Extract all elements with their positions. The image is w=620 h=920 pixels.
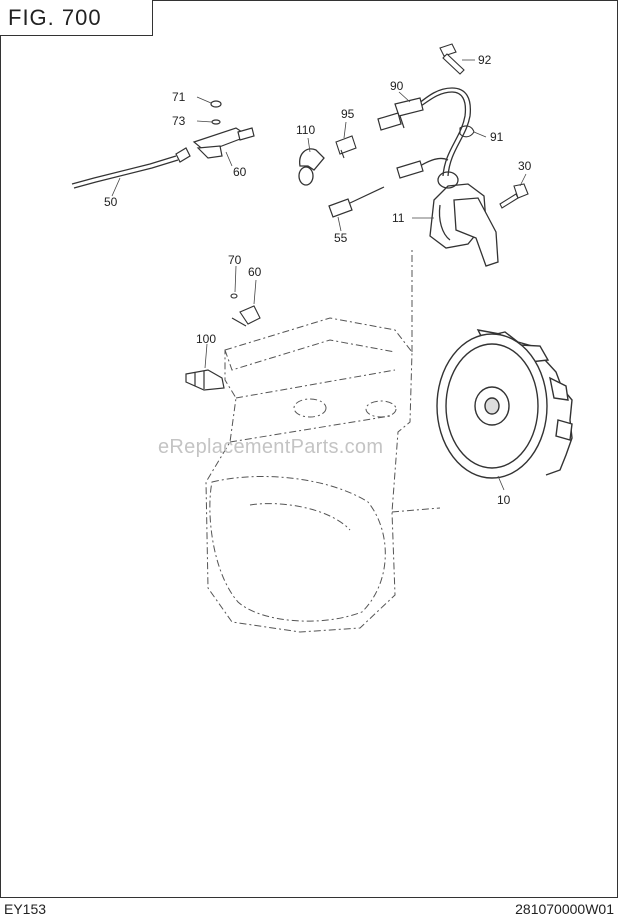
clamp-95 bbox=[335, 135, 357, 159]
ignition-cable bbox=[417, 87, 472, 177]
callout-60-top: 60 bbox=[233, 165, 247, 179]
callout-60-lower: 60 bbox=[248, 265, 262, 279]
spark-plug-cap-90 bbox=[377, 97, 424, 131]
callout-95: 95 bbox=[341, 107, 355, 121]
callout-30: 30 bbox=[518, 159, 532, 173]
callout-10: 10 bbox=[497, 493, 511, 507]
bolt-92 bbox=[439, 43, 465, 75]
callout-91: 91 bbox=[490, 130, 504, 144]
callout-92: 92 bbox=[478, 53, 492, 67]
callout-11: 11 bbox=[392, 211, 405, 225]
clamp-91 bbox=[459, 125, 475, 138]
spark-plug-100 bbox=[185, 369, 225, 391]
bolt-30 bbox=[499, 183, 529, 209]
drawing-code: 281070000W01 bbox=[515, 901, 614, 917]
callout-71: 71 bbox=[172, 90, 186, 104]
callout-90: 90 bbox=[390, 79, 404, 93]
hose-110 bbox=[298, 148, 325, 186]
model-number: EY153 bbox=[4, 901, 47, 917]
callout-70: 70 bbox=[228, 253, 242, 267]
callout-100: 100 bbox=[196, 332, 216, 346]
leader-lines bbox=[111, 59, 527, 491]
callout-50: 50 bbox=[104, 195, 118, 209]
terminal-55 bbox=[328, 160, 424, 218]
watermark: eReplacementParts.com bbox=[158, 436, 384, 458]
engine-block-outline bbox=[205, 248, 441, 633]
stop-switch-60-top bbox=[192, 100, 255, 159]
wire-lead-50 bbox=[71, 147, 191, 189]
stop-switch-60-lower bbox=[230, 293, 261, 327]
drawing-frame bbox=[0, 0, 618, 898]
callout-55: 55 bbox=[334, 231, 348, 245]
ignition-coil bbox=[429, 171, 499, 267]
callout-73: 73 bbox=[172, 114, 186, 128]
figure-title-box: FIG. 700 bbox=[0, 0, 153, 36]
flywheel bbox=[436, 329, 573, 479]
callout-labels: 92 90 95 110 91 71 73 60 50 30 11 55 70 … bbox=[104, 53, 532, 507]
figure-title: FIG. 700 bbox=[8, 5, 102, 30]
callout-110: 110 bbox=[296, 123, 315, 137]
